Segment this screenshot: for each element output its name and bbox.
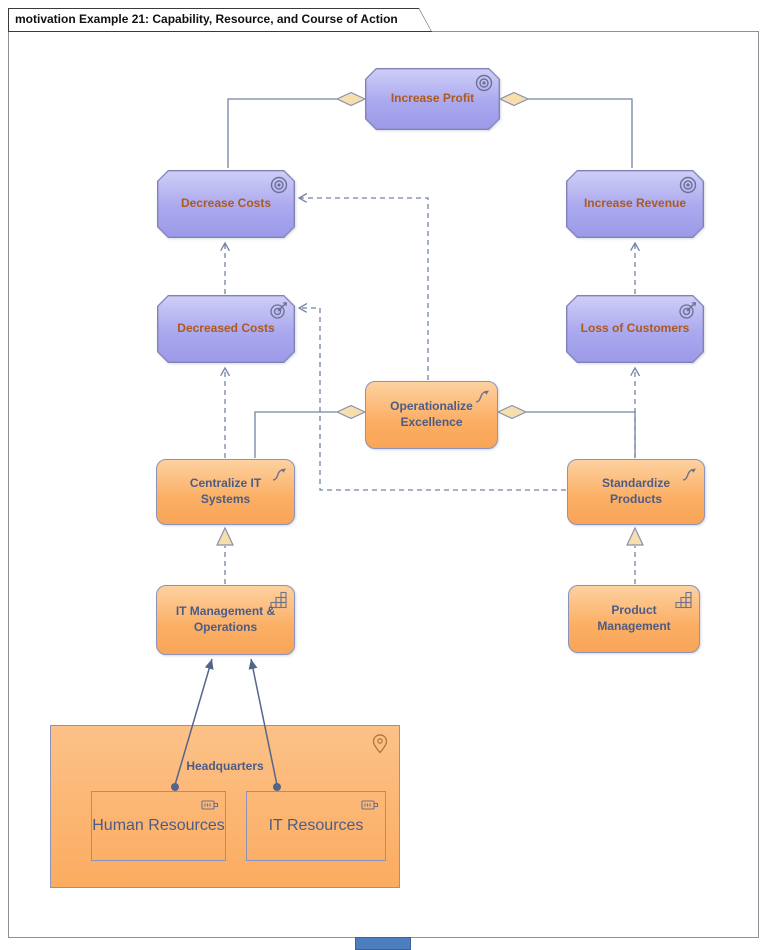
node-label: Decreased Costs: [177, 321, 275, 336]
course-centralize-it-systems[interactable]: Centralize IT Systems: [156, 459, 295, 525]
location-pin-icon: [372, 734, 388, 754]
node-label: Centralize IT Systems: [189, 476, 262, 506]
capability-icon: [675, 591, 692, 609]
goal-icon: [679, 176, 697, 194]
course-of-action-icon: [272, 468, 286, 481]
goal-icon: [270, 176, 288, 194]
capability-icon: [270, 591, 287, 609]
node-label: IT Management & Operations: [175, 604, 276, 634]
goal-increase-profit[interactable]: Increase Profit: [365, 68, 500, 130]
capability-product-management[interactable]: Product Management: [568, 585, 700, 653]
resource-it-resources[interactable]: IT Resources: [246, 791, 386, 861]
course-operationalize-excellence[interactable]: Operationalize Excellence: [365, 381, 498, 449]
diagram-title: motivation Example 21: Capability, Resou…: [15, 12, 398, 26]
outcome-loss-of-customers[interactable]: Loss of Customers: [566, 295, 704, 363]
outcome-decreased-costs[interactable]: Decreased Costs: [157, 295, 295, 363]
goal-shape-fill: [366, 69, 498, 128]
node-label: Loss of Customers: [580, 321, 690, 336]
node-label: Human Resources: [92, 817, 225, 834]
outcome-shape-fill: [158, 296, 293, 361]
node-label: Decrease Costs: [180, 196, 272, 211]
location-label: Headquarters: [186, 759, 264, 773]
node-label: Increase Profit: [390, 91, 475, 106]
outcome-icon: [270, 301, 288, 319]
tab-shape-fill: [9, 9, 431, 31]
goal-icon: [475, 74, 493, 92]
goal-shape-fill: [567, 171, 702, 236]
frame-notch: [355, 937, 411, 950]
course-of-action-icon: [682, 468, 696, 481]
node-label: Product Management: [597, 603, 671, 633]
capability-it-management-operations[interactable]: IT Management & Operations: [156, 585, 295, 655]
course-standardize-products[interactable]: Standardize Products: [567, 459, 705, 525]
goal-decrease-costs[interactable]: Decrease Costs: [157, 170, 295, 238]
resource-human-resources[interactable]: Human Resources: [91, 791, 226, 861]
node-label: Operationalize Excellence: [390, 399, 473, 429]
goal-increase-revenue[interactable]: Increase Revenue: [566, 170, 704, 238]
diagram-title-tab: motivation Example 21: Capability, Resou…: [8, 8, 432, 32]
resource-icon: [201, 800, 219, 810]
outcome-shape-fill: [567, 296, 702, 361]
goal-shape-fill: [158, 171, 293, 236]
location-headquarters[interactable]: Headquarters Human Resources IT Resource…: [50, 725, 400, 888]
node-label: Standardize Products: [601, 476, 670, 506]
node-label: Increase Revenue: [583, 196, 687, 211]
resource-icon: [361, 800, 379, 810]
outcome-icon: [679, 301, 697, 319]
node-label: IT Resources: [268, 817, 364, 834]
